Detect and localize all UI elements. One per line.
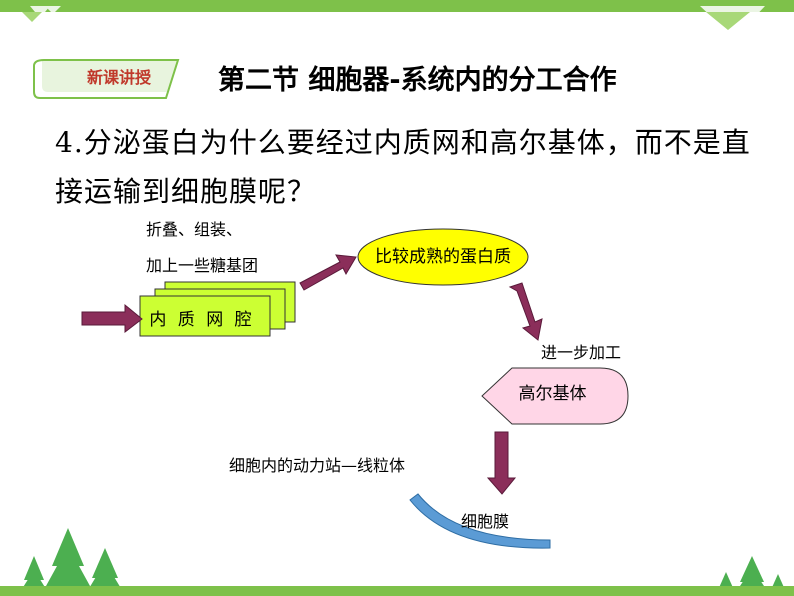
- golgi-label: 高尔基体: [518, 384, 587, 404]
- er-label: 内 质 网 腔: [149, 310, 255, 330]
- tree-icon: [20, 528, 122, 592]
- top-decoration: [22, 6, 765, 32]
- further-processing-label: 进一步加工: [541, 343, 622, 362]
- top-accent-bar: [0, 0, 794, 12]
- processing-label-line2: 加上一些糖基团: [146, 256, 259, 275]
- bottom-accent-bar: [0, 586, 794, 596]
- arrow-into-er: [81, 303, 143, 334]
- section-badge: [33, 59, 180, 99]
- golgi-shape: [481, 367, 629, 425]
- processing-label-line1: 折叠、组装、: [146, 220, 243, 239]
- question-text: 4.分泌蛋白为什么要经过内质网和高尔基体，而不是直接运输到细胞膜呢？: [55, 126, 751, 208]
- section-badge-label: 新课讲授: [86, 68, 151, 87]
- protein-label: 比较成熟的蛋白质: [375, 247, 511, 267]
- arrow-golgi-to-membrane: [486, 431, 517, 495]
- protein-ellipse: [357, 228, 529, 286]
- arrow-protein-to-golgi: [508, 282, 543, 341]
- er-box-stack: [139, 281, 296, 337]
- mitochondria-note: 细胞内的动力站—线粒体: [229, 456, 406, 475]
- slide-title: 第二节 细胞器-系统内的分工合作: [218, 65, 617, 96]
- membrane-label: 细胞膜: [461, 512, 510, 531]
- arrow-er-to-protein: [299, 254, 357, 291]
- membrane-arc: [409, 493, 551, 549]
